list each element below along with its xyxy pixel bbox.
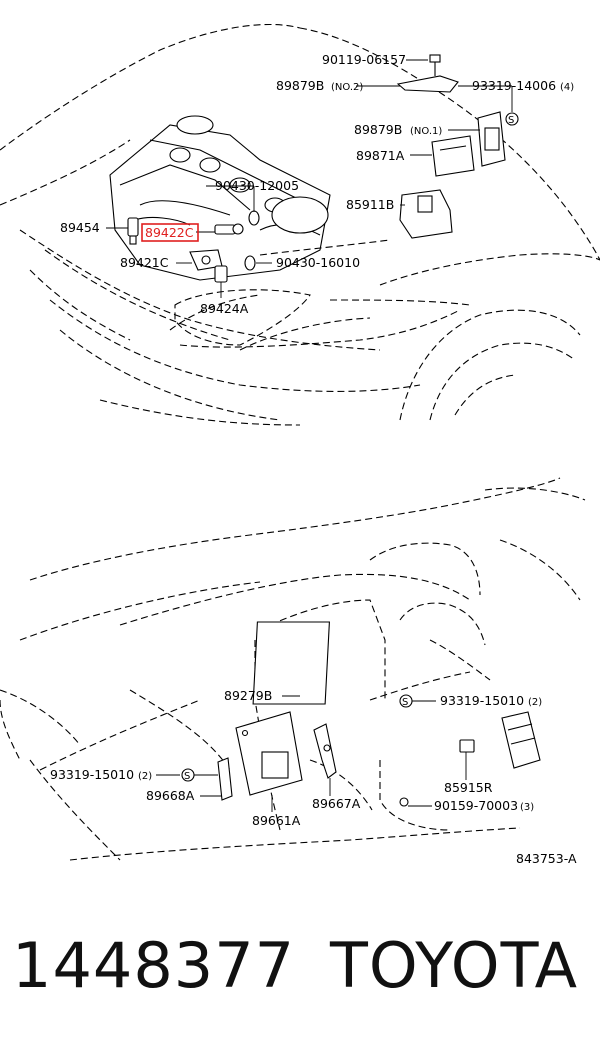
part-93319-clip-top[interactable]: S [505, 112, 519, 126]
brand-caption: TOYOTA [330, 929, 579, 1002]
label-89454[interactable]: 89454 [60, 220, 100, 235]
part-89661a-ecu[interactable] [235, 711, 303, 796]
top-leader-lines [106, 59, 513, 298]
svg-text:S: S [508, 115, 514, 126]
part-90159-screw[interactable] [399, 797, 409, 807]
part-90119-bolt[interactable] [429, 54, 441, 76]
label-93319-14006[interactable]: 93319-14006 [472, 78, 556, 93]
footer: 1448377 TOYOTA [0, 925, 600, 1015]
part-85911b-relay[interactable] [399, 189, 453, 239]
label-89421c[interactable]: 89421C [120, 255, 169, 270]
label-90430-12005[interactable]: 90430-12005 [215, 178, 299, 193]
part-93319-clip-right[interactable]: S [399, 694, 413, 708]
part-89421c-sensor[interactable] [189, 249, 223, 271]
part-89871a-module[interactable] [431, 135, 475, 177]
label-89667a[interactable]: 89667A [312, 796, 361, 811]
label-90119-06157[interactable]: 90119-06157 [322, 52, 406, 67]
part-90430-washer-a[interactable] [248, 210, 260, 226]
label-89879b-no1-note: (NO.1) [410, 126, 442, 137]
label-89879b-no2-note: (NO.2) [331, 82, 363, 93]
bottom-leader-lines [156, 695, 467, 812]
label-89871a[interactable]: 89871A [356, 148, 405, 163]
svg-text:S: S [402, 697, 408, 708]
label-90159-70003[interactable]: 90159-70003 [434, 798, 518, 813]
part-89279b-display[interactable] [252, 621, 330, 705]
part-89668a-bracket[interactable] [217, 757, 233, 801]
label-93319-15010-left[interactable]: 93319-15010 [50, 767, 134, 782]
label-93319-14006-qty: (4) [560, 82, 574, 93]
svg-text:S: S [184, 771, 190, 782]
label-89879b-no1[interactable]: 89879B [354, 122, 402, 137]
part-90430-washer-b[interactable] [244, 255, 256, 271]
label-89661a[interactable]: 89661A [252, 813, 301, 828]
part-89879b-no2-bracket[interactable] [396, 75, 459, 93]
label-93319-15010-left-qty: (2) [138, 771, 152, 782]
label-89424a[interactable]: 89424A [200, 301, 249, 316]
bottom-labels: 89279B 93319-15010 (2) 93319-15010 (2) 8… [50, 688, 577, 866]
part-89422c-sensor[interactable] [214, 223, 244, 235]
highlight-box-89422c [141, 223, 199, 242]
label-89422c[interactable]: 89422C [145, 225, 194, 240]
part-89667a-bracket[interactable] [313, 723, 337, 779]
label-90159-70003-qty: (3) [520, 802, 534, 813]
part-85915r-switch[interactable] [459, 739, 475, 753]
label-89879b-no2[interactable]: 89879B [276, 78, 324, 93]
label-89668a[interactable]: 89668A [146, 788, 195, 803]
label-85911b[interactable]: 85911B [346, 197, 394, 212]
part-89454-sensor[interactable] [127, 217, 139, 245]
label-90430-16010[interactable]: 90430-16010 [276, 255, 360, 270]
top-labels: 90119-06157 89879B (NO.2) 93319-14006 (4… [60, 52, 574, 316]
part-89424a-sensor[interactable] [214, 265, 228, 283]
figure-code: 843753-A [516, 851, 577, 866]
part-89879b-no1-bracket[interactable] [477, 111, 506, 167]
label-93319-15010-right-qty: (2) [528, 697, 542, 708]
part-93319-clip-left[interactable]: S [181, 768, 195, 782]
part-relay-block[interactable] [501, 711, 541, 769]
part-number-caption: 1448377 [12, 929, 296, 1002]
parts-diagram: S 90119-06157 89879B (NO.2) 93319-14006 … [0, 23, 600, 866]
dashboard-illustration [0, 477, 586, 861]
label-93319-15010-right[interactable]: 93319-15010 [440, 693, 524, 708]
engine-bay-illustration [0, 23, 600, 426]
label-85915r[interactable]: 85915R [444, 780, 493, 795]
label-89279b[interactable]: 89279B [224, 688, 272, 703]
